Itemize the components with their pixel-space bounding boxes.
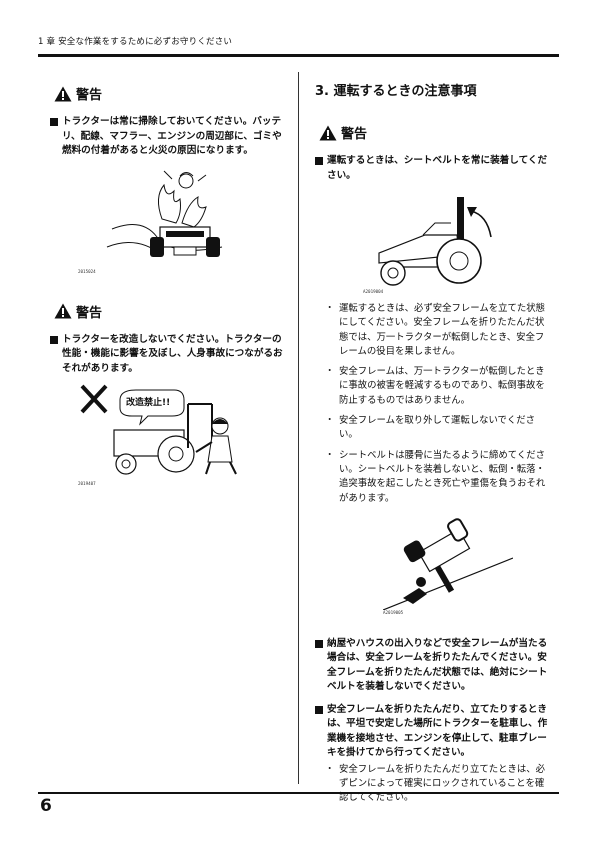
- modification-sign-text: 改造禁止!!: [126, 398, 171, 408]
- raising-instruction: 安全フレームを折りたたんだり、立てたりするときは、平坦で安定した場所にトラクター…: [315, 703, 553, 761]
- warning-heading-1: 警告: [54, 84, 290, 103]
- column-divider: [298, 72, 299, 784]
- warning-triangle-icon: [319, 125, 337, 140]
- warning-label: 警告: [76, 88, 103, 103]
- warning-triangle-icon: [54, 86, 72, 101]
- warning-label: 警告: [341, 127, 368, 142]
- rops-upright-illustration: [378, 197, 492, 286]
- right-column: 3. 運転するときの注意事項 警告 運転するときは、シートベルトを常に装着してく…: [315, 80, 553, 812]
- figure-code: A2019005: [383, 609, 404, 615]
- section-title: 3. 運転するときの注意事項: [315, 84, 477, 99]
- warning-triangle-icon: [54, 303, 72, 319]
- rollover-illustration: [383, 518, 513, 610]
- running-header: 1 章 安全な作業をするために必ずお守りください: [38, 37, 233, 47]
- footer-rule: [38, 792, 559, 794]
- fire-hazard-illustration: [106, 170, 223, 257]
- modification-illustration: 改造禁止!!: [76, 382, 276, 477]
- modification-drawing: [80, 384, 237, 475]
- warning-text-1: トラクターは常に掃除しておいてください。バッテリ、配線、マフラー、エンジンの周辺…: [50, 115, 290, 159]
- list-item: シートベルトは腰骨に当たるように締めてください。シートベルトを装着しないと、転倒…: [315, 449, 553, 506]
- seatbelt-instruction: 運転するときは、シートベルトを常に装着してください。: [315, 154, 553, 183]
- warning-text-2: トラクターを改造しないでください。トラクターの性能・機能に影響を及ぼし、人身事故…: [50, 333, 290, 377]
- figure-code: A2019004: [363, 289, 384, 294]
- warning-heading-3: 警告: [319, 123, 553, 142]
- list-item: 運転するときは、必ず安全フレームを立てた状態にしてください。安全フレームを折りた…: [315, 302, 553, 359]
- list-item: 安全フレームを折りたたんだり立てたときは、必ずピンによって確実にロックされている…: [315, 763, 553, 806]
- figure-code: 2019407: [78, 481, 96, 486]
- warning-heading-2: 警告: [54, 302, 290, 321]
- list-item: 安全フレームは、万一トラクターが転倒したときに事故の被害を軽減するものであり、転…: [315, 365, 553, 408]
- page-number: 6: [40, 796, 52, 816]
- cross-mark-icon: [80, 384, 108, 414]
- folding-instruction: 納屋やハウスの出入りなどで安全フレームが当たる場合は、安全フレームを折りたたんで…: [315, 637, 553, 695]
- left-column: 警告 トラクターは常に掃除しておいてください。バッテリ、配線、マフラー、エンジン…: [50, 84, 290, 486]
- figure-code: 2015024: [78, 268, 96, 274]
- bullet-list: 運転するときは、必ず安全フレームを立てた状態にしてください。安全フレームを折りた…: [315, 302, 553, 506]
- warning-label: 警告: [76, 305, 103, 321]
- header-rule: [38, 54, 559, 57]
- list-item: 安全フレームを取り外して運転しないでください。: [315, 414, 553, 443]
